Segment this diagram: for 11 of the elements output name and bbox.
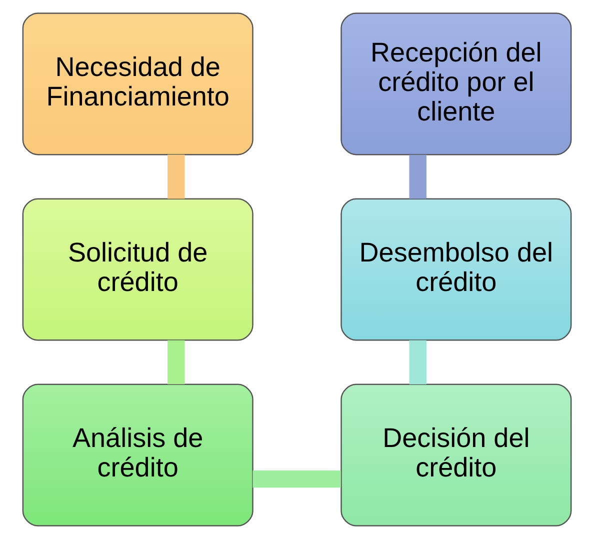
connector <box>252 470 341 488</box>
connector <box>168 154 185 199</box>
node-box: Recepción del crédito por el cliente <box>340 12 572 156</box>
node-box: Solicitud de crédito <box>22 198 254 341</box>
node-box: Desembolso del crédito <box>340 198 572 341</box>
node-box: Análisis de crédito <box>22 384 254 526</box>
node-box: Decisión del crédito <box>340 384 572 526</box>
connector <box>168 340 185 384</box>
connector <box>409 154 426 199</box>
connector <box>409 340 426 384</box>
node-box: Necesidad de Financiamiento <box>22 12 254 156</box>
